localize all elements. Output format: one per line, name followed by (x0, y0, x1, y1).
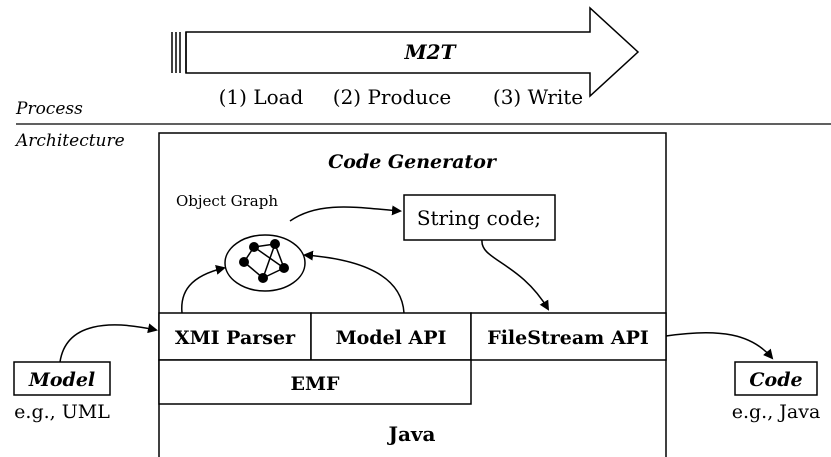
model-api-label: Model API (336, 327, 447, 349)
string-code-label: String code; (417, 206, 541, 230)
filestream-api-label: FileStream API (487, 327, 649, 349)
object-graph-icon (224, 234, 306, 292)
process-step-load: (1) Load (219, 85, 304, 109)
model-example: e.g., UML (14, 401, 110, 423)
code-example: e.g., Java (732, 401, 821, 423)
arrow-body (185, 6, 640, 98)
object-graph-label: Object Graph (176, 192, 278, 210)
process-section: M2T (1) Load (2) Produce (3) Write Proce… (15, 6, 640, 119)
code-box (734, 361, 818, 396)
graph-to-string-arrow (289, 205, 402, 222)
m2t-process-arrow (171, 6, 640, 98)
model-api-box (310, 312, 472, 361)
code-label: Code (749, 369, 802, 391)
model-to-xmi-arrow (59, 323, 158, 363)
process-step-write: (3) Write (493, 85, 583, 109)
architecture-label: Architecture (14, 131, 125, 151)
string-to-filestream-arrow (481, 239, 550, 311)
code-generator-title: Code Generator (328, 151, 498, 173)
process-step-produce: (2) Produce (333, 85, 451, 109)
emf-box (158, 359, 472, 405)
modelapi-to-graph-arrow (303, 250, 405, 314)
filestream-to-code-arrow (665, 331, 774, 360)
filestream-api-box (470, 312, 667, 361)
arrow-title: M2T (404, 40, 458, 64)
process-label: Process (15, 99, 83, 119)
emf-label: EMF (290, 373, 340, 395)
model-label: Model (28, 369, 95, 391)
java-box (158, 132, 667, 457)
xmi-parser-label: XMI Parser (175, 327, 296, 349)
xmi-to-graph-arrow (181, 264, 226, 314)
string-code-box (403, 194, 556, 241)
model-box (13, 361, 111, 396)
java-label: Java (386, 422, 435, 446)
